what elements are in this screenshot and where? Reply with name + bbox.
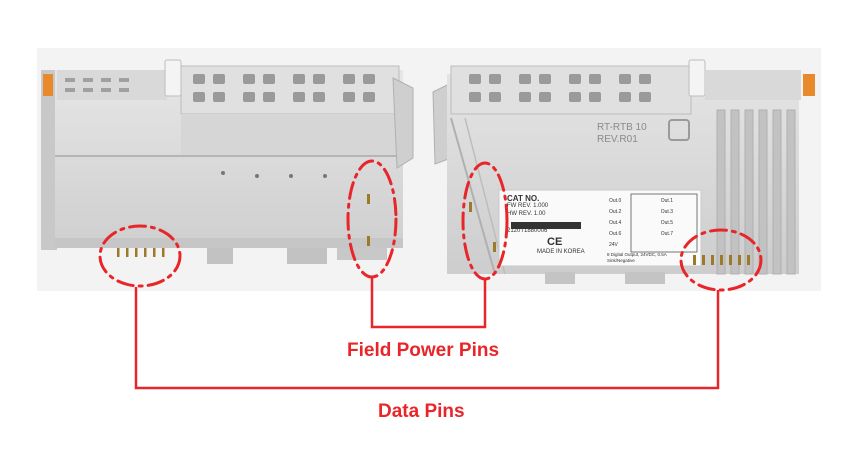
sticker-hw-rev: HW REV. 1.00 bbox=[507, 210, 546, 217]
data-pins-label: Data Pins bbox=[378, 401, 465, 422]
sticker-cat-no: CAT NO. bbox=[507, 194, 540, 203]
output-type-line: Sink/Negative bbox=[607, 257, 635, 263]
sticker-channel-map: Out.0 Out.2 Out.4 Out.6 24V Out.1 Out.3 … bbox=[609, 196, 673, 251]
module-photo-right: RT-RTB 10 REV.R01 CAT NO. FW REV. 1.000 … bbox=[425, 48, 821, 291]
sticker-made-in: MADE IN KOREA bbox=[537, 248, 585, 255]
channel-label: 24V bbox=[609, 242, 618, 248]
data-pins-highlight-left bbox=[98, 224, 182, 288]
channels-right-column: Out.1 Out.3 Out.5 Out.7 bbox=[661, 196, 673, 251]
data-pins-connector bbox=[134, 287, 720, 390]
sticker-serial: 2120T1880006 bbox=[507, 228, 548, 234]
field-power-pins-highlight-left bbox=[346, 159, 398, 279]
channels-left-column: Out.0 Out.2 Out.4 Out.6 24V bbox=[609, 196, 621, 251]
top-model-label: RT-RTB 10 REV.R01 bbox=[597, 122, 647, 146]
channel-label: Out.0 bbox=[609, 198, 622, 204]
channel-label: Out.1 bbox=[660, 198, 673, 204]
model-line-1: RT-RTB 10 bbox=[597, 122, 647, 133]
data-pins-highlight-right bbox=[679, 228, 763, 292]
channel-label: Out.5 bbox=[660, 220, 673, 226]
sticker-fw-rev: FW REV. 1.000 bbox=[507, 203, 549, 209]
sticker-output-spec: 8 Digital Output, 24VDC, 0.5A Sink/Negat… bbox=[607, 252, 667, 263]
model-line-2: REV.R01 bbox=[597, 134, 638, 145]
sticker-text: CAT NO. FW REV. 1.000 HW REV. 1.00 2120T… bbox=[507, 194, 627, 256]
channel-label: Out.3 bbox=[660, 209, 673, 215]
sticker-ce-mark: CE bbox=[547, 235, 563, 248]
channel-label: Out.6 bbox=[609, 231, 622, 237]
output-spec-line: 8 Digital Output, 24VDC, 0.5A bbox=[607, 252, 667, 257]
field-power-pins-highlight-right bbox=[461, 161, 509, 281]
field-power-pins-label: Field Power Pins bbox=[347, 340, 500, 361]
channel-label: Out.7 bbox=[660, 231, 673, 237]
module-right-drawing bbox=[425, 48, 821, 291]
channel-label: Out.4 bbox=[609, 220, 622, 226]
field-power-pins-connector bbox=[370, 277, 487, 329]
channel-label: Out.2 bbox=[609, 209, 622, 215]
